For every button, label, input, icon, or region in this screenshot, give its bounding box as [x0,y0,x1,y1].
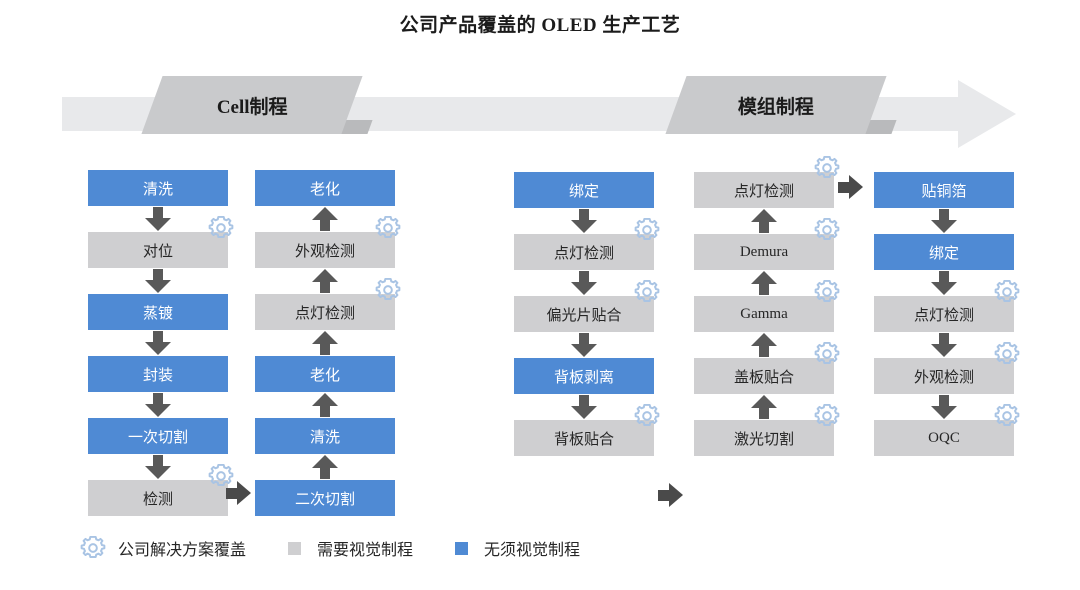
process-node[interactable]: 点灯检测 [255,294,395,330]
gear-icon [632,277,662,307]
flow-arrow-down [571,209,597,233]
process-node[interactable]: 二次切割 [255,480,395,516]
flow-arrow-up [312,269,338,293]
flow-arrow-down [571,395,597,419]
flow-arrow-up [751,271,777,295]
process-node[interactable]: 背板贴合 [514,420,654,456]
process-node[interactable]: 老化 [255,356,395,392]
page-title: 公司产品覆盖的 OLED 生产工艺 [399,15,681,36]
flow-arrow-up [751,395,777,419]
link-arrow-cell-col1-to-col2 [226,481,252,505]
gear-icon [992,277,1022,307]
flow-arrow-down [931,395,957,419]
gear-icon [206,213,236,243]
gear-icon [992,401,1022,431]
gear-icon [812,401,842,431]
process-node[interactable]: 绑定 [514,172,654,208]
legend-item-solution: 公司解决方案覆盖 [78,533,246,563]
link-arrow-module-col2-to-col3 [838,175,864,199]
process-node[interactable]: 清洗 [88,170,228,206]
flow-arrow-down [145,393,171,417]
gear-icon [812,215,842,245]
legend-item-vision-required: 需要视觉制程 [288,536,413,560]
process-node[interactable]: 背板剥离 [514,358,654,394]
flow-arrow-down [145,455,171,479]
process-node[interactable]: 绑定 [874,234,1014,270]
legend: 公司解决方案覆盖 需要视觉制程 无须视觉制程 [78,533,622,563]
process-node[interactable]: Gamma [694,296,834,332]
legend-label-vision-required: 需要视觉制程 [317,542,414,559]
process-node[interactable]: Demura [694,234,834,270]
phase-label-cell-text: Cell制程 [216,96,288,118]
process-node[interactable]: 清洗 [255,418,395,454]
process-node[interactable]: OQC [874,420,1014,456]
process-node[interactable]: 外观检测 [874,358,1014,394]
gear-icon [992,339,1022,369]
legend-label-vision-not-required: 无须视觉制程 [484,542,581,559]
phase-label-module: 模组制程 [665,76,887,134]
blue-swatch-icon [455,541,469,555]
flow-arrow-down [145,331,171,355]
gear-icon [812,277,842,307]
gear-icon [812,339,842,369]
process-node[interactable]: 点灯检测 [514,234,654,270]
legend-label-solution: 公司解决方案覆盖 [118,542,247,559]
gear-icon [812,153,842,183]
phase-label-module-text: 模组制程 [737,96,814,118]
process-node[interactable]: 一次切割 [88,418,228,454]
flow-arrow-down [931,333,957,357]
flow-arrow-down [931,271,957,295]
process-node[interactable]: 外观检测 [255,232,395,268]
flow-arrow-up [751,333,777,357]
flow-arrow-up [312,393,338,417]
flow-arrow-down [145,269,171,293]
flow-arrow-down [571,271,597,295]
process-node[interactable]: 蒸镀 [88,294,228,330]
process-node[interactable]: 对位 [88,232,228,268]
process-node[interactable]: 老化 [255,170,395,206]
process-node[interactable]: 激光切割 [694,420,834,456]
gear-icon [373,275,403,305]
gear-icon [78,533,108,563]
gear-icon [373,213,403,243]
process-node[interactable]: 检测 [88,480,228,516]
phase-label-cell: Cell制程 [141,76,363,134]
flow-arrow-up [312,455,338,479]
flow-arrow-down [145,207,171,231]
link-arrow-module-col1-to-col2 [658,483,684,507]
process-node[interactable]: 贴铜箔 [874,172,1014,208]
flow-arrow-up [312,207,338,231]
gray-swatch-icon [288,541,302,555]
flow-arrow-down [931,209,957,233]
gear-icon [632,401,662,431]
flow-arrow-up [312,331,338,355]
gear-icon [632,215,662,245]
process-node[interactable]: 盖板贴合 [694,358,834,394]
process-band-arrowhead [958,80,1016,148]
flow-arrow-up [751,209,777,233]
process-node[interactable]: 封装 [88,356,228,392]
process-node[interactable]: 偏光片贴合 [514,296,654,332]
process-node[interactable]: 点灯检测 [874,296,1014,332]
gear-icon [206,461,236,491]
flow-arrow-down [571,333,597,357]
process-node[interactable]: 点灯检测 [694,172,834,208]
legend-item-vision-not-required: 无须视觉制程 [455,536,580,560]
